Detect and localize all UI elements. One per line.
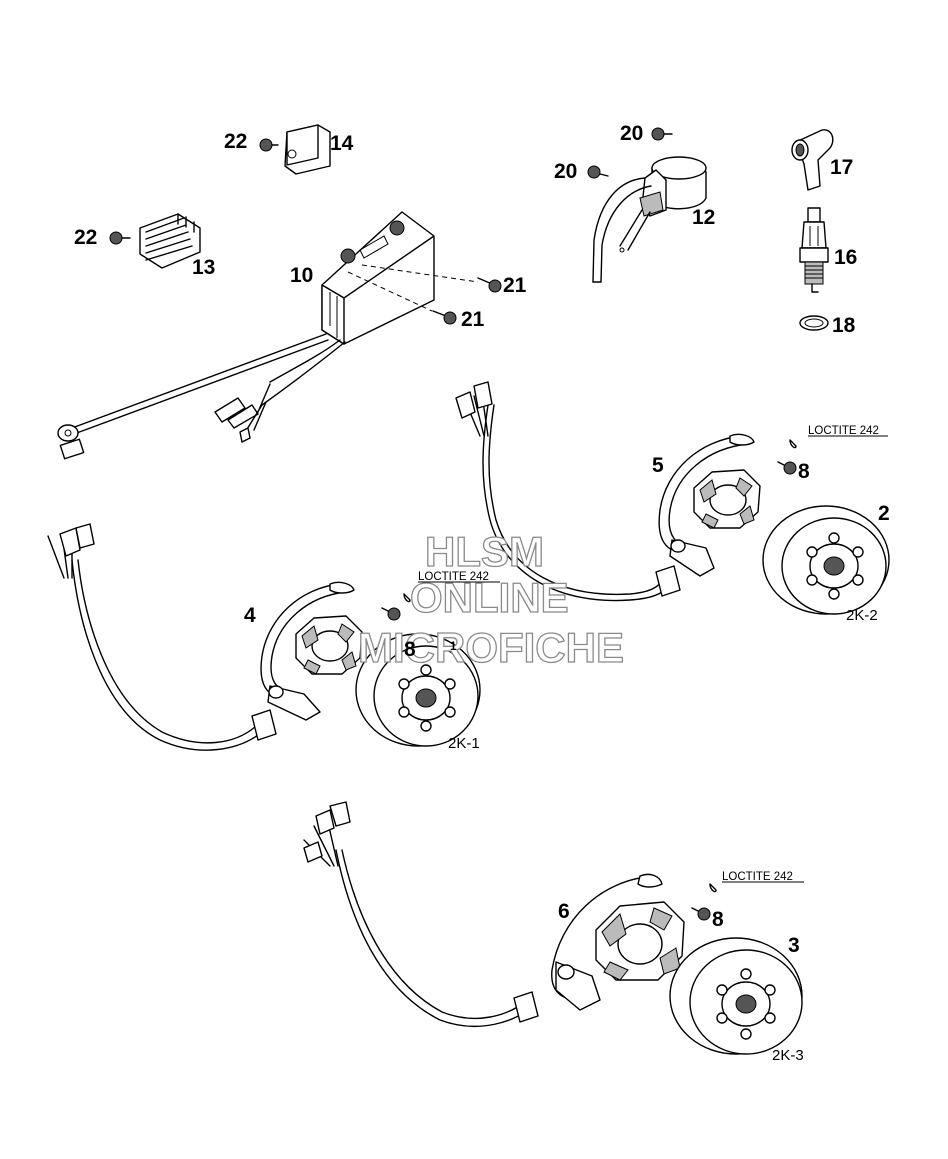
- screw-21-lower: [432, 310, 457, 325]
- part-14-bracket: [284, 124, 331, 175]
- part-4-stator: [47, 523, 363, 751]
- loctite-note-b: LOCTITE 242: [418, 571, 489, 583]
- callout-4: 4: [244, 604, 256, 627]
- screw-22-lower: [109, 231, 131, 245]
- watermark-line-1: HLSM: [425, 528, 544, 575]
- part-10-cdi-unit: [321, 211, 479, 345]
- callout-22-lower: 22: [74, 226, 97, 249]
- part-16-spark-plug: [799, 207, 829, 293]
- part-17-spark-plug-cap: [791, 129, 834, 191]
- callout-21-upper: 21: [503, 274, 527, 297]
- cdi-wire-harness: [57, 333, 346, 460]
- screw-8-stator-4: [381, 593, 411, 621]
- callout-12: 12: [692, 206, 715, 229]
- part-5-stator: [455, 381, 761, 602]
- part-6-stator: [303, 801, 685, 1028]
- callout-18: 18: [832, 314, 856, 337]
- flywheel-2: [762, 505, 890, 615]
- callout-14: 14: [330, 132, 354, 155]
- callout-17: 17: [830, 156, 853, 179]
- stray-mark: 1: [450, 641, 457, 653]
- screw-8-stator-5: [777, 439, 797, 475]
- part-13-regulator: [139, 213, 201, 269]
- loctite-note-a: LOCTITE 242: [808, 425, 879, 437]
- screw-20-lower: [587, 165, 609, 179]
- callout-2: 2: [878, 502, 890, 525]
- screw-8-stator-6: [691, 883, 717, 921]
- callout-8-stator-5: 8: [798, 460, 810, 483]
- callout-10: 10: [290, 264, 313, 287]
- group-label-2k-2: 2K-2: [846, 607, 878, 624]
- flywheel-1: [355, 633, 481, 747]
- callout-20-upper: 20: [620, 122, 643, 145]
- loctite-note-c: LOCTITE 242: [722, 871, 793, 883]
- watermark-line-3: MICROFICHE: [358, 624, 624, 671]
- group-label-2k-1: 2K-1: [448, 735, 480, 752]
- callout-22-upper: 22: [224, 130, 247, 153]
- callout-20-lower: 20: [554, 160, 577, 183]
- part-12-ignition-coil: [592, 156, 707, 283]
- callout-8-stator-6: 8: [712, 908, 724, 931]
- screw-20-upper: [651, 127, 673, 141]
- screw-22-upper: [259, 138, 279, 152]
- watermark-line-2: ONLINE: [410, 574, 569, 621]
- callout-8-stator-4: 8: [404, 638, 416, 661]
- group-label-2k-3: 2K-3: [772, 1047, 804, 1064]
- screw-21-upper: [477, 277, 502, 293]
- callout-3: 3: [788, 934, 800, 957]
- callout-13: 13: [192, 256, 215, 279]
- flywheel-3: [669, 937, 803, 1055]
- callout-21-lower: 21: [461, 308, 485, 331]
- part-18-washer: [799, 315, 829, 331]
- callout-16: 16: [834, 246, 857, 269]
- callout-5: 5: [652, 454, 664, 477]
- callout-6: 6: [558, 900, 570, 923]
